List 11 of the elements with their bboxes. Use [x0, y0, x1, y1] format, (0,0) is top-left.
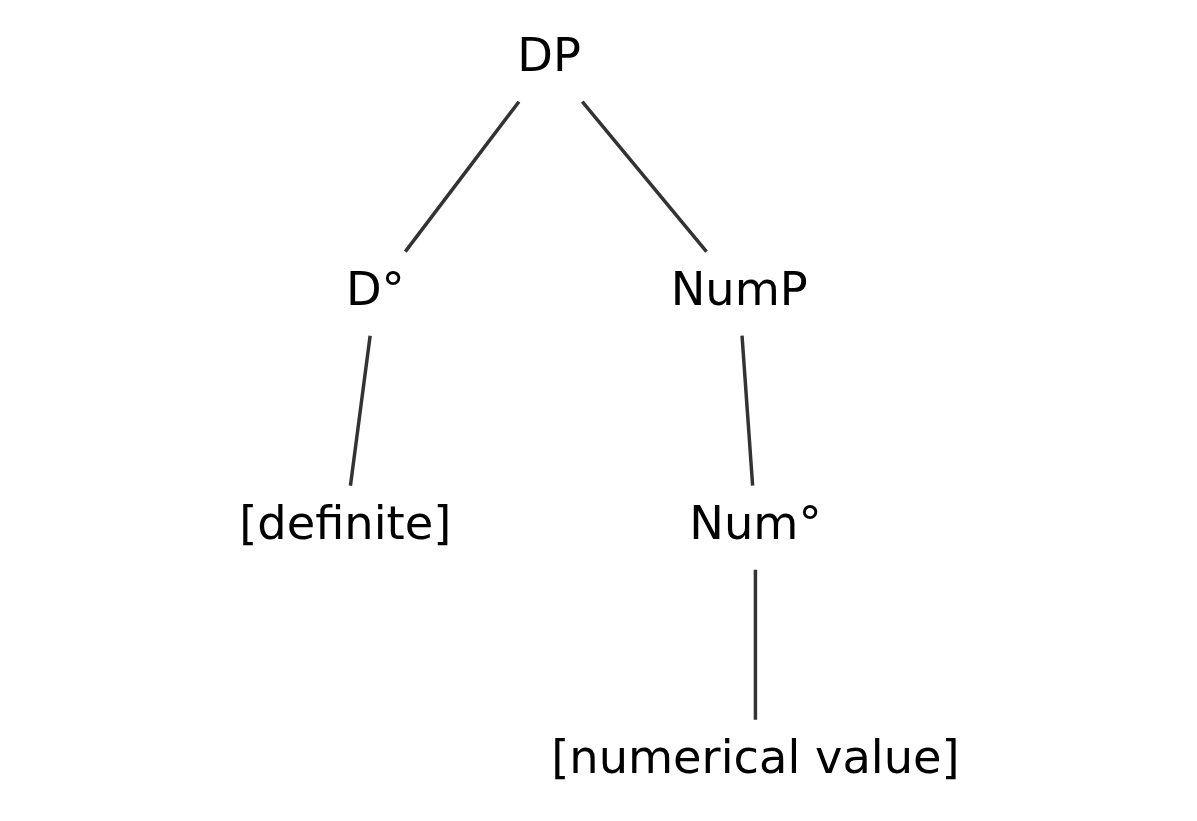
node-text: DP [516, 28, 581, 83]
node-text: D° [345, 262, 405, 317]
node-text: [numerical value] [550, 730, 960, 785]
connector [753, 569, 757, 720]
connector [739, 335, 754, 486]
node-text: Num° [688, 496, 822, 551]
connector [348, 335, 372, 486]
connector [580, 100, 708, 253]
node-text: NumP [670, 262, 808, 317]
node-text: [definite] [238, 496, 451, 551]
connector [403, 100, 520, 253]
